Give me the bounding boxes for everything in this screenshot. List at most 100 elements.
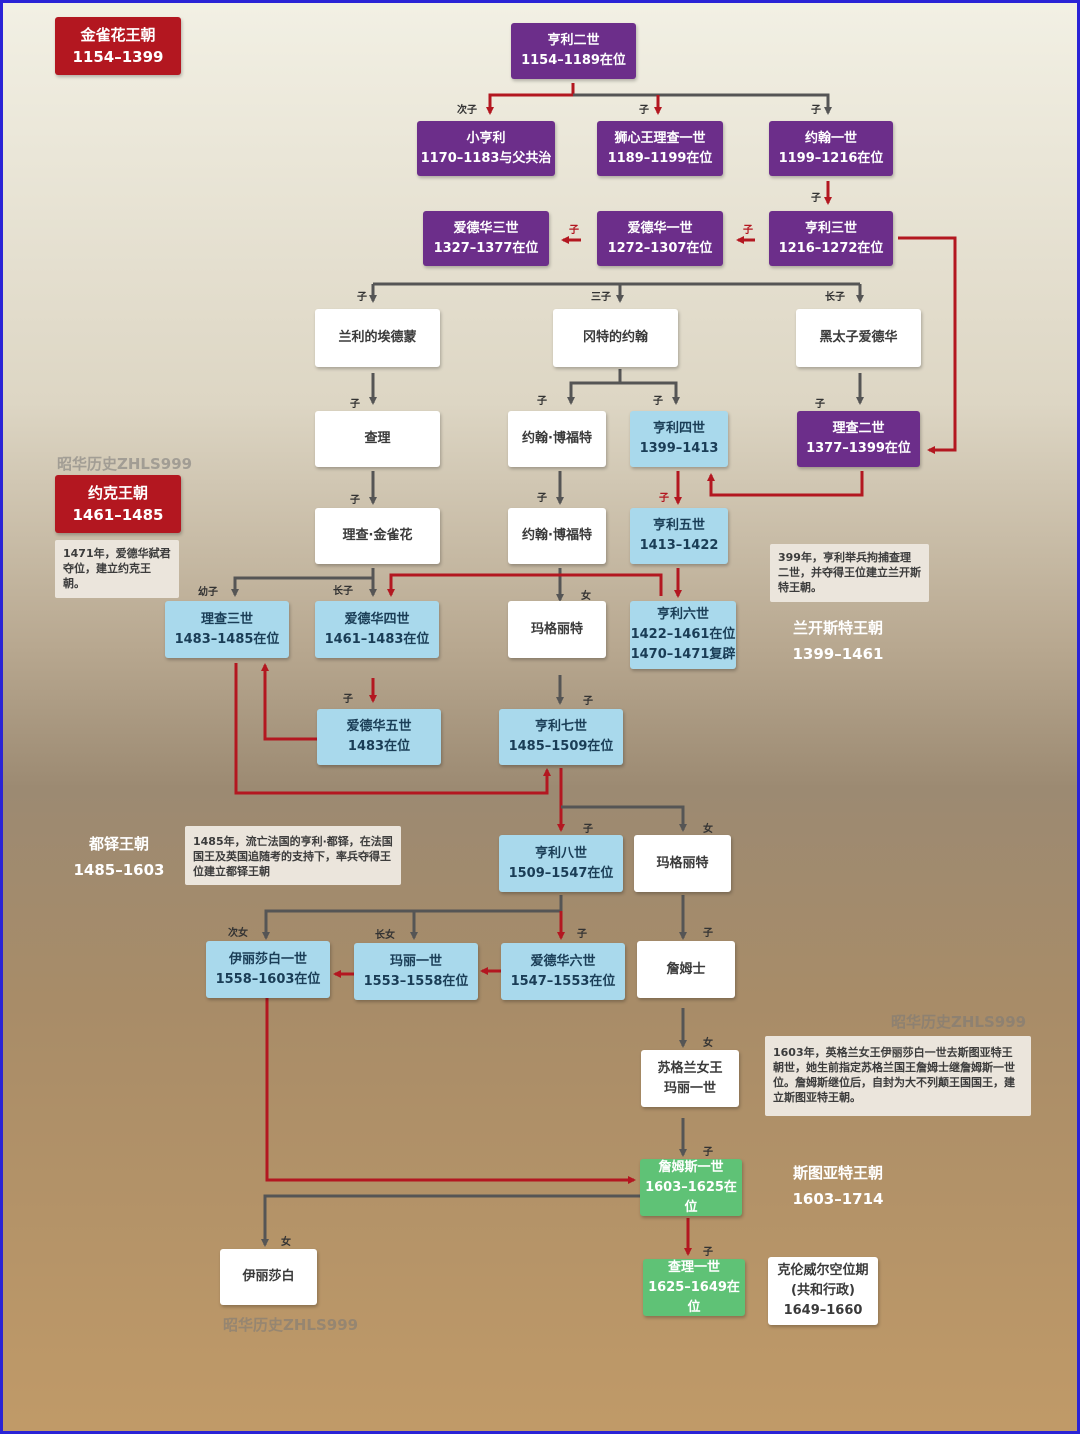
cromwell-interregnum: 克伦威尔空位期 (共和行政) 1649–1660 bbox=[768, 1257, 878, 1325]
person-reign: 1189–1199在位 bbox=[607, 150, 713, 166]
person-reign: 1216–1272在位 bbox=[778, 240, 884, 256]
person-richard-plantagenet: 理查·金雀花 bbox=[315, 508, 440, 564]
person-name: 伊丽莎白 bbox=[242, 1269, 295, 1284]
relation-label: 子 bbox=[569, 225, 579, 236]
person-reign: 1483–1485在位 bbox=[174, 631, 280, 647]
person-name: 亨利二世 bbox=[547, 33, 600, 48]
person-edward-v: 爱德华五世 1483在位 bbox=[317, 709, 441, 765]
person-edward-i: 爱德华一世 1272–1307在位 bbox=[597, 211, 723, 266]
person-james-i: 詹姆斯一世 1603–1625在位 bbox=[640, 1159, 742, 1216]
person-name: 亨利八世 bbox=[534, 845, 587, 861]
person-mary-queen-of-scots: 苏格兰女王 玛丽一世 bbox=[641, 1050, 739, 1107]
person-name: 亨利三世 bbox=[804, 220, 857, 236]
person-reign: 1199–1216在位 bbox=[778, 150, 884, 166]
person-name: 约翰一世 bbox=[804, 130, 857, 146]
connector-lines bbox=[231, 83, 957, 1256]
person-reign: 1154–1189在位 bbox=[521, 53, 626, 68]
relation-label: 子 bbox=[811, 193, 821, 204]
person-reign: 1377–1399在位 bbox=[806, 441, 911, 456]
person-reign: 1422–1461在位 bbox=[630, 627, 736, 642]
person-reign: 1461–1483在位 bbox=[324, 631, 430, 647]
person-richard-ii: 理查二世 1377–1399在位 bbox=[797, 411, 920, 467]
person-name: 玛格丽特 bbox=[656, 855, 709, 871]
person-name: 亨利四世 bbox=[652, 421, 705, 436]
person-reign: 1509–1547在位 bbox=[508, 865, 614, 881]
person-elizabeth-i: 伊丽莎白一世 1558–1603在位 bbox=[206, 941, 330, 998]
person-henry-vii: 亨利七世 1485–1509在位 bbox=[499, 709, 623, 765]
period-desc: (共和行政) bbox=[791, 1283, 855, 1298]
person-name: 爱德华四世 bbox=[344, 611, 410, 627]
person-name: 爱德华一世 bbox=[627, 220, 693, 236]
relation-label: 子 bbox=[703, 928, 713, 939]
person-reign: 1603–1625在位 bbox=[645, 1179, 737, 1215]
person-name: 约翰·博福特 bbox=[522, 431, 592, 446]
person-reign: 1413–1422 bbox=[639, 538, 719, 553]
person-reign: 1547–1553在位 bbox=[510, 973, 616, 989]
dynasty-years: 1603–1714 bbox=[792, 1190, 884, 1208]
relation-label: 子 bbox=[653, 396, 663, 407]
person-name: 亨利五世 bbox=[652, 518, 705, 533]
person-name: 狮心王理查一世 bbox=[614, 130, 706, 146]
relation-label: 子 bbox=[583, 696, 593, 707]
person-margaret-tudor: 玛格丽特 bbox=[634, 835, 731, 892]
relation-label: 女 bbox=[703, 1038, 713, 1049]
dynasty-years: 1485–1603 bbox=[73, 861, 165, 879]
dynasty-name: 金雀花王朝 bbox=[80, 26, 156, 44]
note-lancaster: 399年，亨利举兵拘捕查理二世，并夺得王位建立兰开斯特王朝。 bbox=[770, 544, 929, 602]
relation-label: 次子 bbox=[457, 105, 477, 116]
relation-label: 子 bbox=[537, 396, 547, 407]
relation-label: 长子 bbox=[333, 586, 353, 597]
person-reign: 1553–1558在位 bbox=[363, 973, 469, 989]
person-henry-iii: 亨利三世 1216–1272在位 bbox=[769, 211, 893, 266]
person-henry-ii: 亨利二世 1154–1189在位 bbox=[511, 23, 636, 79]
relation-label: 女 bbox=[581, 591, 591, 602]
person-reign: 1399–1413 bbox=[639, 441, 719, 456]
relation-label: 子 bbox=[659, 493, 669, 504]
person-reign: 1485–1509在位 bbox=[508, 739, 614, 754]
dynasty-box-plantagenet: 金雀花王朝 1154–1399 bbox=[55, 17, 181, 75]
person-reign-restored: 1470–1471复辟 bbox=[630, 647, 736, 662]
relation-label: 三子 bbox=[591, 292, 611, 303]
dynasty-name: 斯图亚特王朝 bbox=[792, 1164, 883, 1182]
person-name: 玛格丽特 bbox=[530, 621, 583, 637]
person-name: 詹姆斯一世 bbox=[658, 1159, 724, 1175]
person-reign: 1625–1649在位 bbox=[648, 1279, 740, 1315]
watermark: 昭华历史ZHLS999 bbox=[223, 1316, 359, 1334]
person-reign: 1170–1183与父共治 bbox=[420, 150, 552, 166]
note-stuart: 1603年，英格兰女王伊丽莎白一世去斯图亚特王朝世，她生前指定苏格兰国王詹姆士继… bbox=[765, 1036, 1031, 1116]
person-name: 查理一世 bbox=[667, 1259, 720, 1275]
person-richard-of-conisburgh: 查理 bbox=[315, 411, 440, 467]
relation-label: 子 bbox=[703, 1147, 713, 1158]
dynasty-years: 1399–1461 bbox=[792, 645, 884, 663]
person-reign: 1558–1603在位 bbox=[215, 971, 321, 987]
dynasty-years: 1154–1399 bbox=[72, 48, 164, 66]
person-name: 伊丽莎白一世 bbox=[228, 951, 307, 967]
person-reign: 玛丽一世 bbox=[663, 1080, 716, 1096]
dynasty-box-york: 约克王朝 1461–1485 bbox=[55, 475, 181, 533]
person-name: 冈特的约翰 bbox=[582, 330, 648, 345]
person-name: 查理 bbox=[364, 431, 391, 446]
person-henry-viii: 亨利八世 1509–1547在位 bbox=[499, 835, 623, 892]
relation-label: 子 bbox=[343, 694, 353, 705]
person-mary-i: 玛丽一世 1553–1558在位 bbox=[354, 943, 478, 1000]
person-henry-vi: 亨利六世 1422–1461在位 1470–1471复辟 bbox=[630, 601, 736, 669]
person-name: 爱德华三世 bbox=[453, 220, 519, 236]
person-name: 黑太子爱德华 bbox=[819, 330, 898, 345]
person-henry-v: 亨利五世 1413–1422 bbox=[630, 508, 728, 564]
watermark: 昭华历史ZHLS999 bbox=[57, 455, 193, 473]
person-richard-i: 狮心王理查一世 1189–1199在位 bbox=[597, 121, 723, 176]
person-james-stuart: 詹姆士 bbox=[637, 941, 735, 998]
watermark: 昭华历史ZHLS999 bbox=[891, 1013, 1027, 1031]
relation-label: 长女 bbox=[375, 930, 395, 941]
note-york: 1471年，爱德华弑君夺位，建立约克王朝。 bbox=[55, 540, 179, 598]
relation-label: 长子 bbox=[825, 292, 845, 303]
relation-label: 子 bbox=[577, 929, 587, 940]
person-reign: 1483在位 bbox=[347, 739, 411, 754]
person-name: 理查二世 bbox=[832, 421, 885, 436]
person-edward-iii: 爱德华三世 1327–1377在位 bbox=[423, 211, 549, 266]
relation-label: 次女 bbox=[228, 928, 248, 939]
person-name: 詹姆士 bbox=[666, 961, 706, 977]
dynasty-label-lancaster: 兰开斯特王朝 1399–1461 bbox=[773, 615, 903, 667]
note-tudor: 1485年，流亡法国的亨利·都铎，在法国国王及英国追随考的支持下，率兵夺得王位建… bbox=[185, 826, 401, 885]
